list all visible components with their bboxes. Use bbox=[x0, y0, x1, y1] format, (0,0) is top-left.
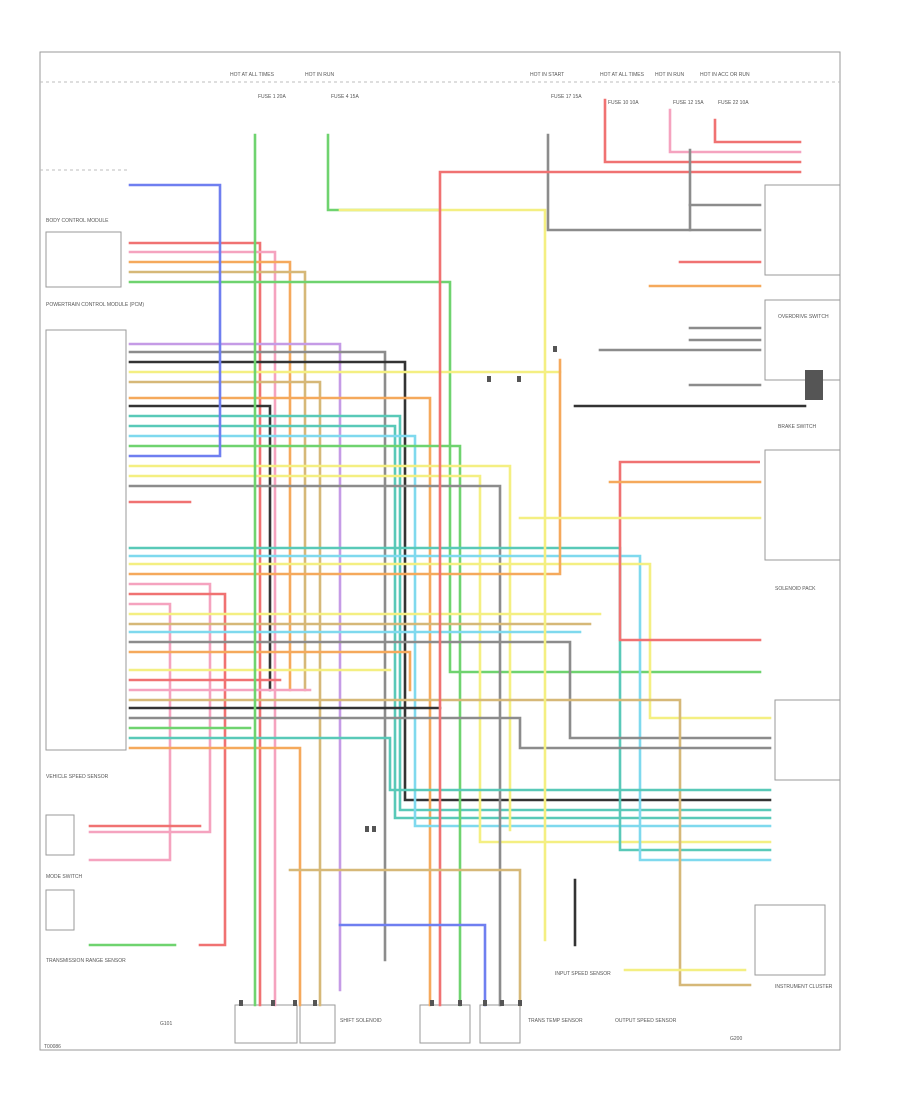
solenoid-pack-label: SOLENOID PACK bbox=[775, 586, 816, 592]
wire-tan-4 bbox=[128, 698, 752, 987]
solenoid-pack-box bbox=[764, 449, 841, 561]
fuse-label: FUSE 10 10A bbox=[608, 100, 639, 106]
ground-label: G200 bbox=[730, 1036, 742, 1042]
temp-sensor-box bbox=[479, 1004, 521, 1044]
wire-blue-1 bbox=[128, 183, 222, 458]
brake-switch-label: BRAKE SWITCH bbox=[778, 424, 816, 430]
wire-violet-1 bbox=[128, 342, 342, 992]
connector-terminal bbox=[500, 1000, 504, 1006]
hot-label: HOT IN START bbox=[530, 72, 564, 78]
connector-terminal bbox=[271, 1000, 275, 1006]
wire-gray-1 bbox=[128, 350, 387, 962]
cluster-box bbox=[774, 699, 841, 781]
wire-orange-5 bbox=[128, 746, 302, 1007]
wire-red-top-3 bbox=[713, 118, 802, 144]
connector-terminal bbox=[313, 1000, 317, 1006]
brake-switch-box bbox=[764, 299, 841, 381]
wire-red-top bbox=[438, 170, 802, 1007]
connector-group bbox=[239, 346, 823, 1006]
shift-solenoid-label: SHIFT SOLENOID bbox=[340, 1018, 382, 1024]
output-sensor-box bbox=[419, 1004, 471, 1044]
fuse-label: FUSE 22 10A bbox=[718, 100, 749, 106]
wire-yellow-2 bbox=[128, 464, 512, 832]
hot-label: HOT IN ACC OR RUN bbox=[700, 72, 750, 78]
wire-gray-2 bbox=[128, 484, 502, 1007]
ground-label: G101 bbox=[160, 1021, 172, 1027]
wire-teal-4 bbox=[128, 736, 772, 792]
hot-label: HOT IN RUN bbox=[655, 72, 684, 78]
wire-tan-bottom bbox=[288, 868, 522, 1007]
trans-range-label: TRANSMISSION RANGE SENSOR bbox=[46, 958, 126, 964]
speed-sensor-box bbox=[754, 904, 826, 976]
connector-terminal bbox=[458, 1000, 462, 1006]
connector-terminal bbox=[805, 370, 823, 400]
wire-dark-1 bbox=[128, 360, 772, 802]
overdrive-switch-label: OVERDRIVE SWITCH bbox=[778, 314, 829, 320]
wire-green-top-2 bbox=[326, 133, 442, 212]
connector-terminal bbox=[483, 1000, 487, 1006]
connector-terminal bbox=[365, 826, 369, 832]
hot-label: HOT AT ALL TIMES bbox=[600, 72, 645, 78]
body-control-module-box bbox=[45, 231, 122, 288]
pcm-label: POWERTRAIN CONTROL MODULE (PCM) bbox=[46, 302, 144, 308]
wire-gray-top bbox=[546, 133, 762, 232]
fuse-label: FUSE 1 20A bbox=[258, 94, 286, 100]
wire-pink-3 bbox=[88, 602, 172, 862]
hot-label: HOT IN RUN bbox=[305, 72, 334, 78]
wire-teal-2 bbox=[128, 424, 772, 820]
wire-dark-2 bbox=[128, 404, 272, 692]
output-sensor-label: OUTPUT SPEED SENSOR bbox=[615, 1018, 677, 1024]
fuse-labels: HOT AT ALL TIMES HOT IN RUN HOT IN START… bbox=[230, 72, 750, 106]
wire-tan-2 bbox=[128, 380, 322, 1007]
wire-cyan-2 bbox=[128, 554, 772, 862]
mode-switch-label: MODE SWITCH bbox=[46, 874, 82, 880]
input-sensor-box bbox=[299, 1004, 336, 1044]
connector-terminal bbox=[372, 826, 376, 832]
wire-blue-bottom bbox=[338, 923, 487, 1007]
fuse-label: FUSE 12 15A bbox=[673, 100, 704, 106]
wire-yellow-top bbox=[338, 208, 547, 942]
wire-orange-4 bbox=[128, 650, 412, 692]
cluster-label: INSTRUMENT CLUSTER bbox=[775, 984, 833, 990]
connector-terminal bbox=[293, 1000, 297, 1006]
component-labels: BODY CONTROL MODULE POWERTRAIN CONTROL M… bbox=[46, 218, 833, 1042]
wire-orange-3 bbox=[128, 358, 562, 576]
fuse-label: FUSE 17 15A bbox=[551, 94, 582, 100]
wire-red-3 bbox=[128, 592, 227, 947]
connector-terminal bbox=[430, 1000, 434, 1006]
wire-red-1 bbox=[128, 241, 262, 1007]
temp-sensor-label: TRANS TEMP SENSOR bbox=[528, 1018, 583, 1024]
trans-range-box bbox=[234, 1004, 298, 1044]
speed-sensor-label: VEHICLE SPEED SENSOR bbox=[46, 774, 109, 780]
mode-switch-box bbox=[45, 814, 75, 856]
connector-terminal bbox=[239, 1000, 243, 1006]
body-control-label: BODY CONTROL MODULE bbox=[46, 218, 109, 224]
wire-red-sol bbox=[618, 460, 762, 642]
footer-code: T00086 bbox=[44, 1044, 61, 1050]
wire-gray-4 bbox=[128, 716, 772, 750]
left-lower-box bbox=[45, 889, 75, 931]
connector-terminal bbox=[553, 346, 557, 352]
wire-gray-3 bbox=[128, 640, 772, 740]
hot-label: HOT AT ALL TIMES bbox=[230, 72, 275, 78]
overdrive-switch-box bbox=[764, 184, 841, 276]
wire-yellow-3 bbox=[128, 474, 772, 844]
input-sensor-label: INPUT SPEED SENSOR bbox=[555, 971, 611, 977]
connector-terminal bbox=[518, 1000, 522, 1006]
wire-pink-top bbox=[668, 108, 802, 154]
pcm-box bbox=[45, 329, 127, 751]
wire-pink-1 bbox=[128, 250, 277, 1007]
connector-terminal bbox=[487, 376, 491, 382]
connector-terminal bbox=[517, 376, 521, 382]
wire-tan-1 bbox=[128, 270, 307, 692]
wire-group bbox=[88, 98, 807, 1007]
wire-orange-2 bbox=[128, 396, 432, 1007]
fuse-label: FUSE 4 15A bbox=[331, 94, 359, 100]
wire-green-2 bbox=[128, 444, 462, 1007]
wire-red-top-2 bbox=[603, 98, 802, 164]
